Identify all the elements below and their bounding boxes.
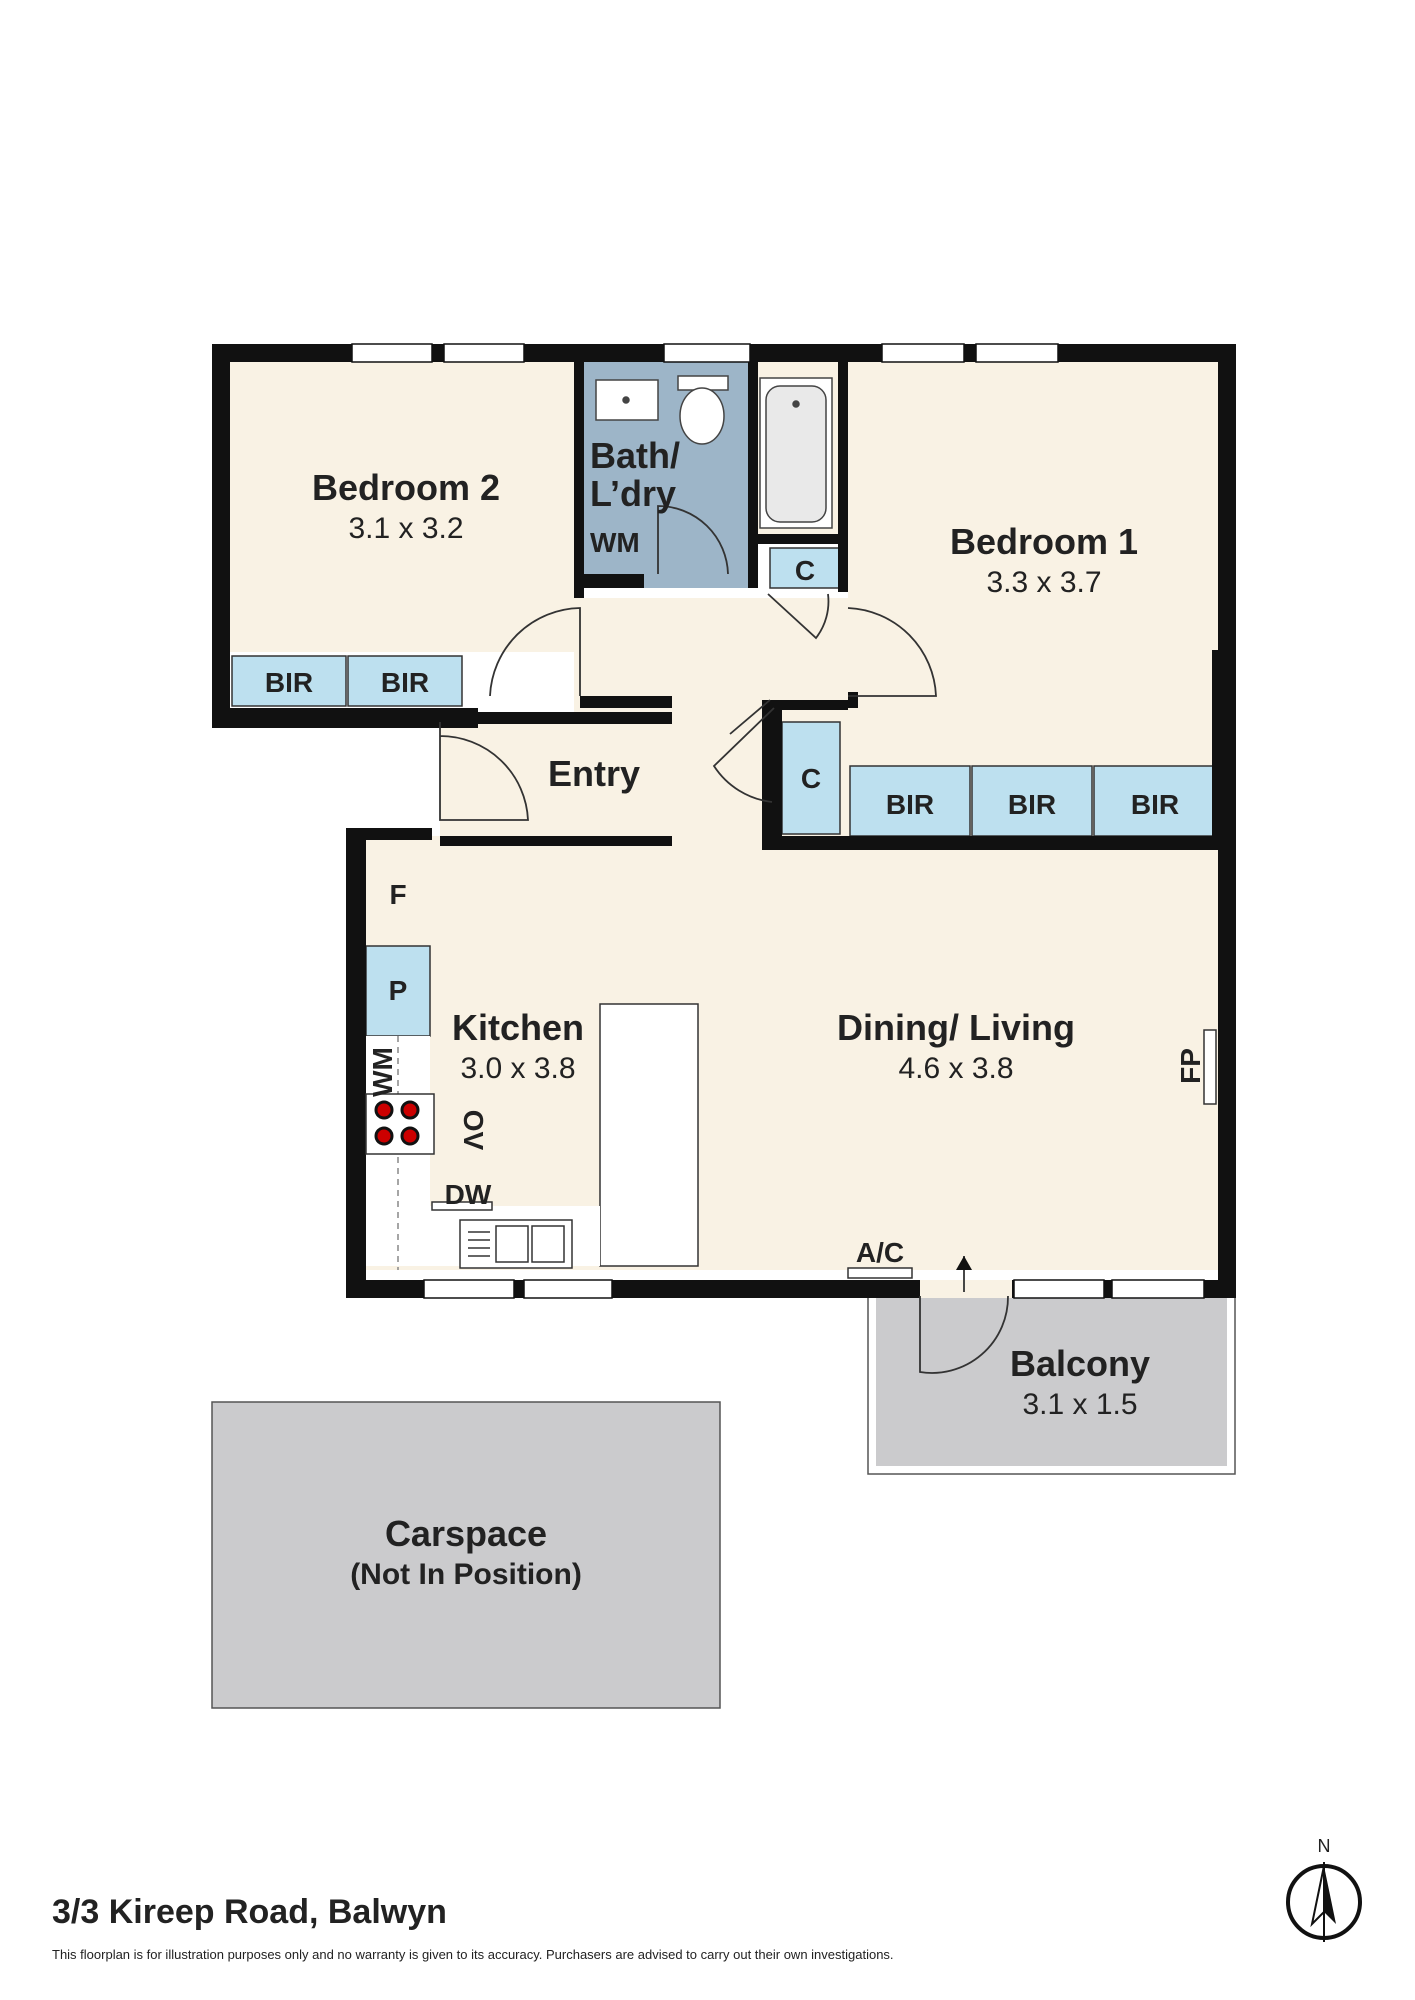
fireplace-label: FP xyxy=(1175,1048,1206,1084)
room-fills xyxy=(230,362,1218,1270)
dishwasher xyxy=(431,1201,493,1211)
closet-label: C xyxy=(795,555,815,586)
bedroom1-dims: 3.3 x 3.7 xyxy=(986,566,1101,599)
fridge-label: F xyxy=(389,879,406,910)
bir-label: BIR xyxy=(1008,789,1056,820)
kitchen-island xyxy=(599,1003,699,1267)
balcony-area xyxy=(876,1298,1227,1466)
fireplace xyxy=(1203,1029,1217,1105)
cooktop xyxy=(365,1093,435,1155)
kitchen-fixtures xyxy=(365,1003,1217,1279)
oven-label: OV xyxy=(458,1110,489,1151)
property-address: 3/3 Kireep Road, Balwyn xyxy=(52,1893,447,1931)
bedroom2-dims: 3.1 x 3.2 xyxy=(348,512,463,545)
disclaimer-text: This floorplan is for illustration purpo… xyxy=(52,1947,894,1962)
dining-name: Dining/ Living xyxy=(837,1007,1075,1048)
toilet-bowl xyxy=(679,387,725,445)
windows xyxy=(351,343,1205,1299)
bir-label: BIR xyxy=(381,667,429,698)
dining-dims: 4.6 x 3.8 xyxy=(898,1052,1013,1085)
door-swings xyxy=(439,505,1009,1374)
kitchen-wm-label: WM xyxy=(367,1047,398,1097)
bir-label: BIR xyxy=(265,667,313,698)
bedroom2-name: Bedroom 2 xyxy=(312,467,500,508)
bath-fixtures xyxy=(595,375,833,529)
kitchen-name: Kitchen xyxy=(452,1007,584,1048)
bath-wm-label: WM xyxy=(590,527,640,558)
bedroom1-name: Bedroom 1 xyxy=(950,521,1138,562)
kitchen-dims: 3.0 x 3.8 xyxy=(460,1052,575,1085)
dishwasher-label: DW xyxy=(445,1179,492,1210)
entry-label: Entry xyxy=(548,753,640,794)
bath-label-line1: Bath/ xyxy=(590,435,680,476)
aircon-label: A/C xyxy=(856,1237,904,1268)
carspace-note: (Not In Position) xyxy=(350,1558,582,1591)
carspace-name: Carspace xyxy=(385,1513,547,1554)
balcony-arrow-icon xyxy=(956,1256,972,1270)
closet-label: C xyxy=(801,763,821,794)
bir-label: BIR xyxy=(886,789,934,820)
storage-blocks xyxy=(231,547,1217,1037)
balcony-name: Balcony xyxy=(1010,1343,1150,1384)
air-con-unit xyxy=(847,1267,913,1279)
compass-north-label: N xyxy=(1318,1836,1331,1856)
balcony-dims: 3.1 x 1.5 xyxy=(1022,1388,1137,1421)
compass-icon xyxy=(1286,1862,1362,1942)
pantry-label: P xyxy=(389,975,408,1006)
bath-label-line2: L’dry xyxy=(590,473,676,514)
bir-label: BIR xyxy=(1131,789,1179,820)
carspace-area xyxy=(211,1401,721,1709)
